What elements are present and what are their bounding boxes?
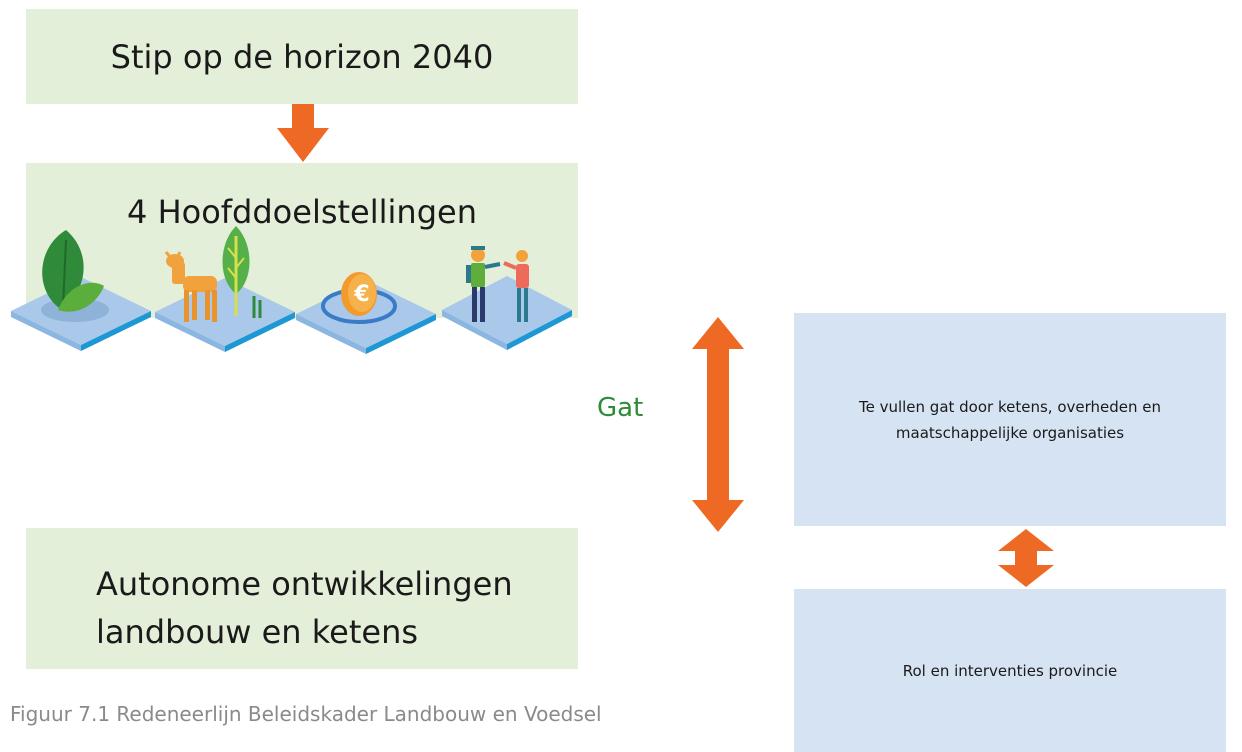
horizon-box: Stip op de horizon 2040 [26,9,578,104]
horizon-title: Stip op de horizon 2040 [110,37,494,76]
figure-caption: Figuur 7.1 Redeneerlijn Beleidskader Lan… [10,702,602,726]
goals-box: 4 Hoofddoelstellingen [26,163,578,318]
autonomous-line1: Autonome ontwikkelingen [96,565,513,603]
autonomous-box: Autonome ontwikkelingen landbouw en kete… [26,528,578,669]
gap-label: Gat [597,393,644,423]
down-arrow-icon [277,104,329,162]
gap-box-line1: Te vullen gat door ketens, overheden en [858,397,1162,416]
gap-box-line2: maatschappelijke organisaties [895,423,1125,442]
rol-box: Rol en interventies provincie [794,589,1226,752]
autonomous-text: Autonome ontwikkelingen landbouw en kete… [96,560,513,656]
link-double-arrow-icon [998,529,1054,587]
gap-box-text: Te vullen gat door ketens, overheden en … [839,394,1181,446]
autonomous-line2: landbouw en ketens [96,613,419,651]
rol-box-text: Rol en interventies provincie [902,661,1118,680]
gap-double-arrow-icon [692,317,744,532]
goals-title: 4 Hoofddoelstellingen [127,193,477,231]
gap-box: Te vullen gat door ketens, overheden en … [794,313,1226,526]
